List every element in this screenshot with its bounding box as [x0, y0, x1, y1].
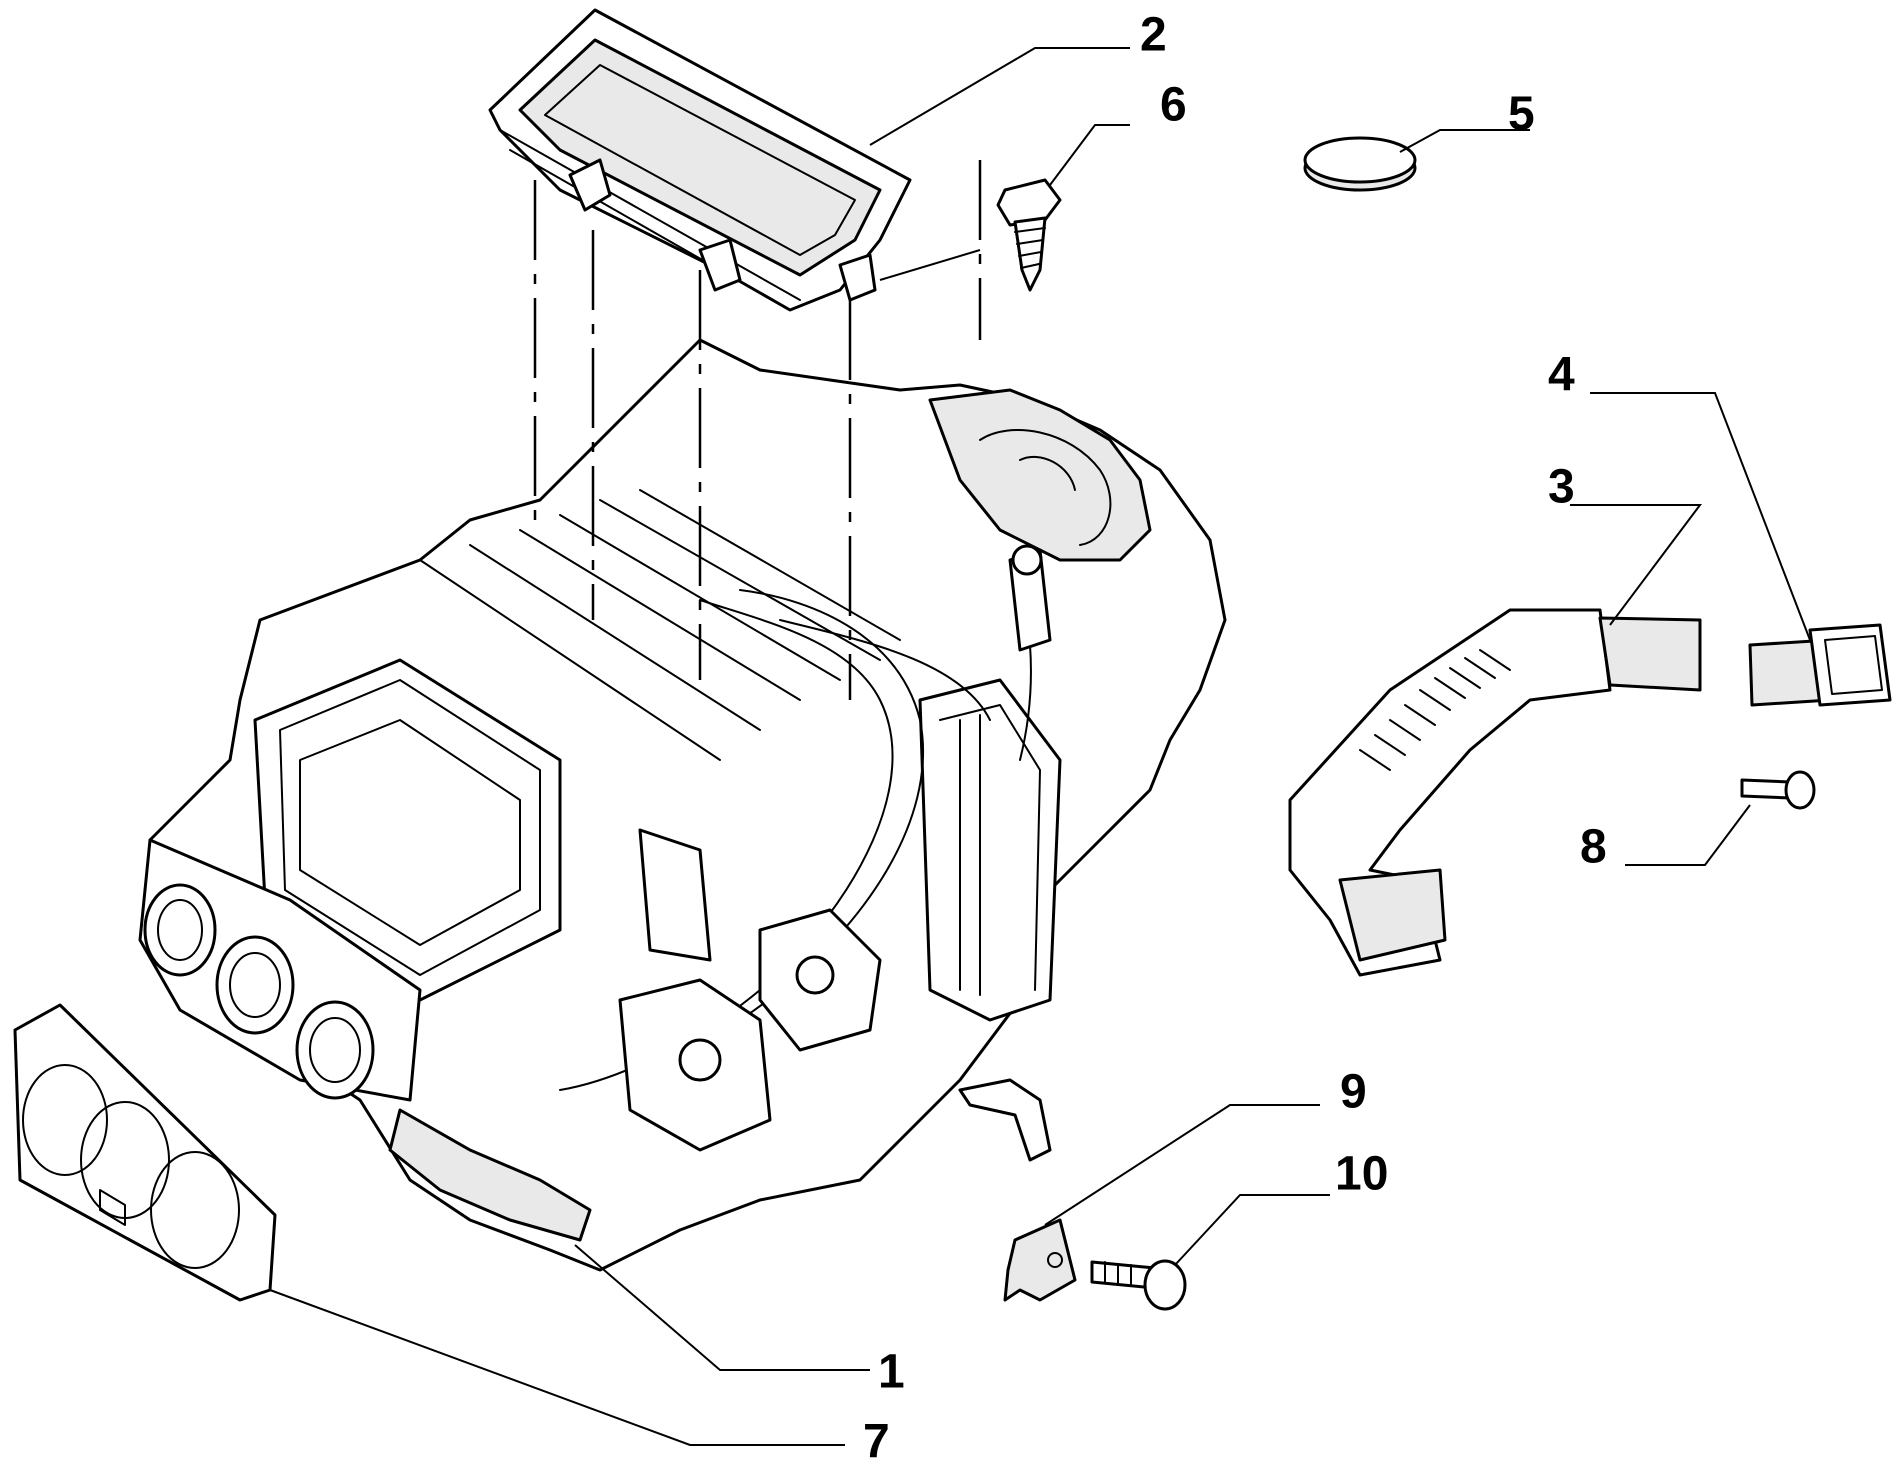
air-duct-hose — [1288, 608, 1702, 977]
bracket-clip — [1003, 1218, 1077, 1302]
leader-10 — [1174, 1194, 1330, 1266]
callout-3: 3 — [1548, 461, 1575, 514]
leader-5 — [1399, 129, 1530, 153]
heater-unit-assembly — [138, 338, 1227, 1272]
small-screw — [1740, 770, 1816, 810]
control-panel-bezel — [13, 1003, 277, 1302]
callout-8: 8 — [1580, 821, 1607, 874]
bolt — [1090, 1259, 1187, 1311]
leader-lines — [269, 47, 1811, 1446]
callout-5: 5 — [1508, 88, 1535, 141]
leader-6 — [1049, 124, 1130, 186]
callout-1: 1 — [878, 1346, 905, 1399]
leader-7 — [269, 1289, 845, 1446]
callout-10: 10 — [1335, 1148, 1388, 1201]
leader-3 — [1570, 504, 1702, 626]
callout-7: 7 — [863, 1416, 890, 1465]
duct-connector — [1748, 623, 1892, 707]
callout-2: 2 — [1140, 9, 1167, 62]
leader-4 — [1590, 392, 1811, 641]
callout-9: 9 — [1340, 1066, 1367, 1119]
filter-cover — [488, 8, 912, 312]
leader-8 — [1625, 804, 1751, 866]
alignment-guides — [533, 160, 982, 700]
self-tapping-screw — [996, 178, 1062, 292]
leader-9 — [1044, 1104, 1320, 1226]
callout-4: 4 — [1548, 349, 1575, 402]
rubber-plug — [1303, 136, 1417, 192]
leader-1 — [574, 1244, 870, 1371]
leader-2 — [869, 47, 1130, 146]
callout-labels: 1 2 3 4 5 6 7 8 9 10 — [863, 9, 1607, 1465]
callout-6: 6 — [1160, 79, 1187, 132]
